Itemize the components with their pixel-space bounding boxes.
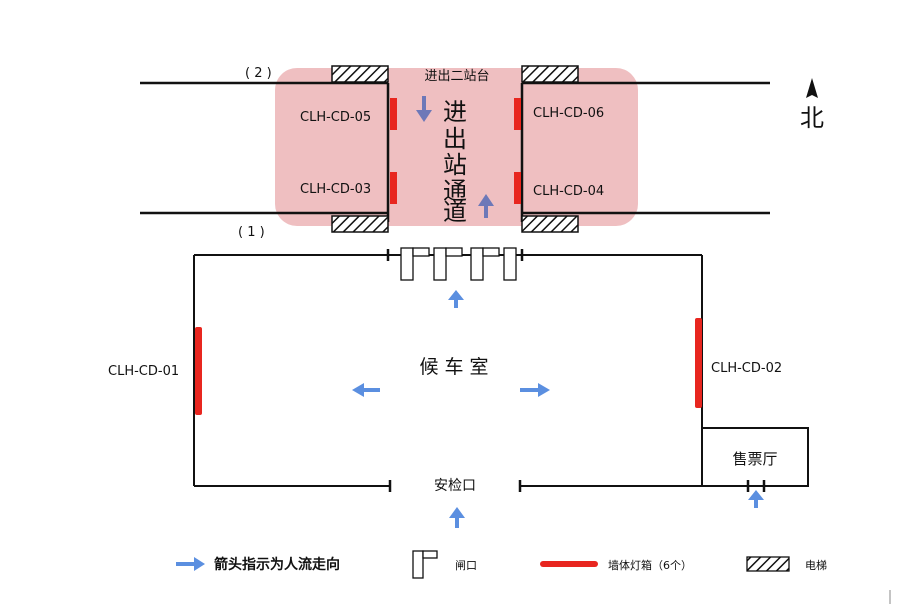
passage-char-2: 出 (443, 125, 467, 153)
elevator-nw (331, 65, 389, 83)
passage-arrow-up-icon (478, 194, 494, 218)
flow-arrow-left-icon (352, 383, 380, 397)
gate-2-icon (433, 247, 447, 281)
passage-char-5: 道 (443, 198, 467, 226)
lightbox-cd06 (514, 98, 521, 130)
lightbox-cd02 (695, 318, 702, 408)
legend-lightbox-label: 墙体灯箱（6个） (608, 558, 692, 572)
lightbox-cd01 (195, 327, 202, 415)
lightbox-label-cd01: CLH-CD-01 (108, 364, 179, 379)
elevator-sw (331, 215, 389, 233)
elevator-ne (521, 65, 579, 83)
ticket-hall (701, 427, 809, 487)
passage-char-4: 通 (443, 177, 467, 205)
legend-arrow-label: 箭头指示为人流走向 (214, 556, 340, 573)
track-label-1: ( 1 ) (238, 225, 265, 240)
ticket-hall-label: 售票厅 (732, 450, 777, 468)
passage-highlight-zone (275, 68, 638, 226)
passage-char-3: 站 (443, 151, 467, 179)
north-arrow-icon (806, 78, 818, 98)
flow-arrow-right-icon (520, 383, 550, 397)
flow-arrow-up-ticket-icon (748, 490, 764, 508)
lightbox-cd05 (390, 98, 397, 130)
legend-elevator-icon (746, 556, 790, 572)
passage-arrow-down-icon (416, 96, 432, 122)
legend-gate-label: 闸口 (455, 559, 477, 572)
legend-arrow-icon (176, 557, 205, 571)
lightbox-label-cd06: CLH-CD-06 (533, 106, 604, 121)
gate-1-icon (400, 247, 414, 281)
lightbox-cd04 (514, 172, 521, 204)
lightbox-cd03 (390, 172, 397, 204)
legend: 箭头指示为人流走向 闸口 墙体灯箱（6个） 电梯 (176, 550, 827, 579)
north-label: 北 (800, 104, 824, 132)
legend-elevator-label: 电梯 (805, 559, 827, 572)
waiting-room-label: 候 车 室 (419, 356, 488, 378)
gate-4-icon (503, 247, 517, 281)
track-label-2: ( 2 ) (245, 66, 272, 81)
platform-label: 进出二站台 (424, 69, 489, 84)
lightbox-label-cd04: CLH-CD-04 (533, 184, 604, 199)
flow-arrow-up-security-icon (449, 507, 465, 528)
legend-gate-icon (412, 550, 438, 579)
lightbox-label-cd02: CLH-CD-02 (711, 361, 782, 376)
gate-row (386, 247, 524, 281)
passage-char-1: 进 (443, 98, 467, 126)
lightbox-label-cd03: CLH-CD-03 (300, 182, 371, 197)
elevator-se (521, 215, 579, 233)
security-checkpoint-label: 安检口 (434, 478, 476, 494)
legend-lightbox-icon (540, 561, 598, 567)
gate-3-icon (470, 247, 484, 281)
lightbox-label-cd05: CLH-CD-05 (300, 110, 371, 125)
flow-arrow-up-gate-icon (448, 290, 464, 308)
